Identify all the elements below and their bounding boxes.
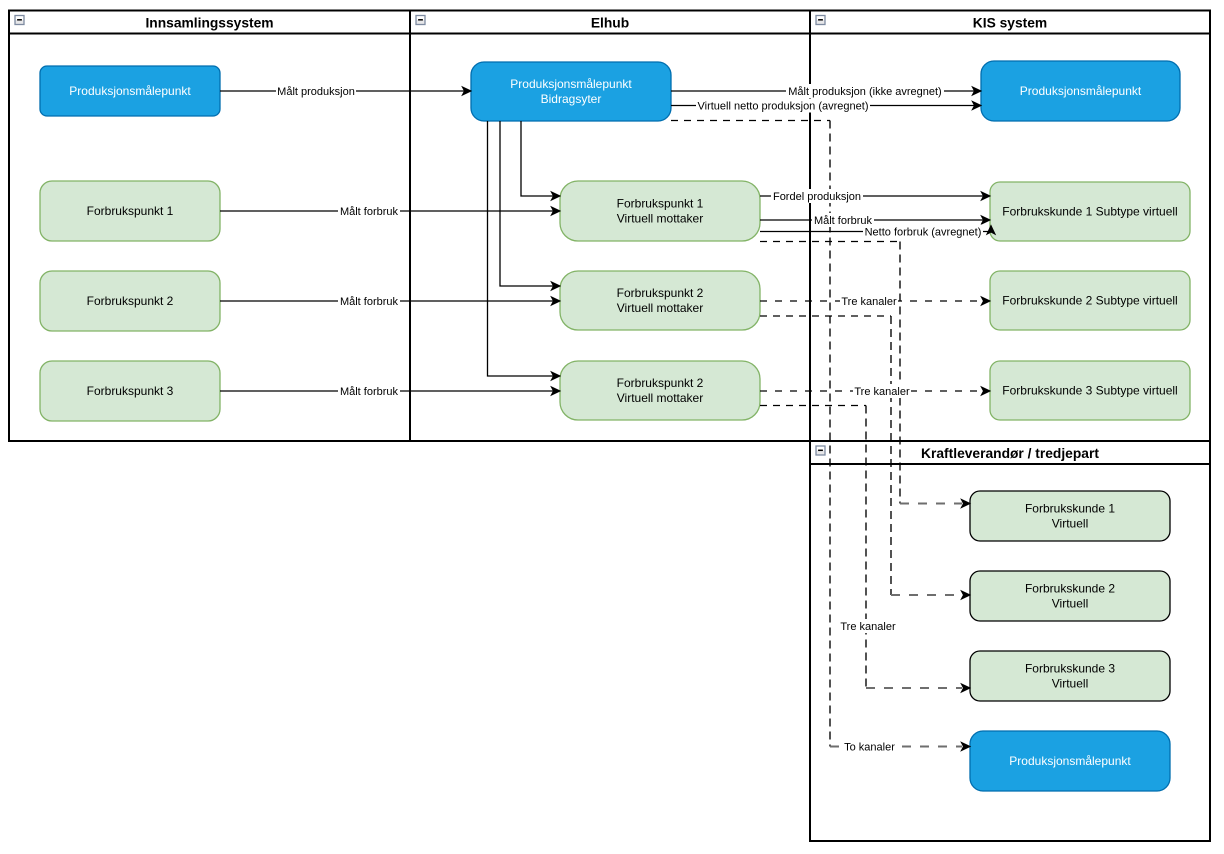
svg-text:Forbrukskunde 3 Subtype virtue: Forbrukskunde 3 Subtype virtuell xyxy=(1002,384,1177,398)
svg-text:KIS system: KIS system xyxy=(973,15,1047,30)
svg-text:Virtuell: Virtuell xyxy=(1052,677,1088,691)
svg-text:Forbrukspunkt 1: Forbrukspunkt 1 xyxy=(87,204,174,218)
svg-text:Produksjonsmålepunkt: Produksjonsmålepunkt xyxy=(510,77,632,91)
svg-text:Virtuell netto produksjon (avr: Virtuell netto produksjon (avregnet) xyxy=(697,101,868,113)
svg-text:Bidragsyter: Bidragsyter xyxy=(541,92,602,106)
svg-text:Produksjonsmålepunkt: Produksjonsmålepunkt xyxy=(1020,84,1142,98)
svg-text:Virtuell mottaker: Virtuell mottaker xyxy=(617,301,703,315)
svg-text:Forbrukskunde 1 Subtype virtue: Forbrukskunde 1 Subtype virtuell xyxy=(1002,205,1177,219)
svg-text:Netto forbruk (avregnet): Netto forbruk (avregnet) xyxy=(865,227,982,239)
svg-text:Virtuell: Virtuell xyxy=(1052,597,1088,611)
svg-text:Virtuell mottaker: Virtuell mottaker xyxy=(617,391,703,405)
svg-text:Forbrukspunkt 2: Forbrukspunkt 2 xyxy=(87,294,174,308)
svg-text:Tre kanaler: Tre kanaler xyxy=(840,621,896,633)
svg-text:Tre kanaler: Tre kanaler xyxy=(841,296,897,308)
svg-text:Målt produksjon (ikke avregnet: Målt produksjon (ikke avregnet) xyxy=(788,86,941,98)
svg-text:Forbrukspunkt 2: Forbrukspunkt 2 xyxy=(617,376,704,390)
svg-text:To kanaler: To kanaler xyxy=(844,742,895,754)
svg-text:Elhub: Elhub xyxy=(591,15,629,30)
svg-text:Produksjonsmålepunkt: Produksjonsmålepunkt xyxy=(1009,754,1131,768)
svg-text:Fordel produksjon: Fordel produksjon xyxy=(773,191,861,203)
svg-text:Målt produksjon: Målt produksjon xyxy=(277,86,355,98)
svg-text:Forbrukspunkt 2: Forbrukspunkt 2 xyxy=(617,286,704,300)
svg-text:Forbrukspunkt 1: Forbrukspunkt 1 xyxy=(617,197,704,211)
svg-text:Kraftleverandør / tredjepart: Kraftleverandør / tredjepart xyxy=(921,446,1099,461)
svg-text:Målt forbruk: Målt forbruk xyxy=(340,296,399,308)
svg-text:Produksjonsmålepunkt: Produksjonsmålepunkt xyxy=(69,84,191,98)
svg-text:Forbrukspunkt 3: Forbrukspunkt 3 xyxy=(87,384,174,398)
svg-text:Målt forbruk: Målt forbruk xyxy=(340,206,399,218)
svg-text:Målt forbruk: Målt forbruk xyxy=(814,215,873,227)
svg-text:Tre kanaler: Tre kanaler xyxy=(854,386,910,398)
svg-text:Forbrukskunde 2 Subtype virtue: Forbrukskunde 2 Subtype virtuell xyxy=(1002,294,1177,308)
svg-text:Virtuell: Virtuell xyxy=(1052,517,1088,531)
svg-text:Målt forbruk: Målt forbruk xyxy=(340,386,399,398)
svg-text:Virtuell mottaker: Virtuell mottaker xyxy=(617,212,703,226)
svg-text:Innsamlingssystem: Innsamlingssystem xyxy=(145,15,273,30)
svg-text:Forbrukskunde 1: Forbrukskunde 1 xyxy=(1025,502,1115,516)
svg-text:Forbrukskunde 2: Forbrukskunde 2 xyxy=(1025,582,1115,596)
svg-text:Forbrukskunde 3: Forbrukskunde 3 xyxy=(1025,662,1115,676)
